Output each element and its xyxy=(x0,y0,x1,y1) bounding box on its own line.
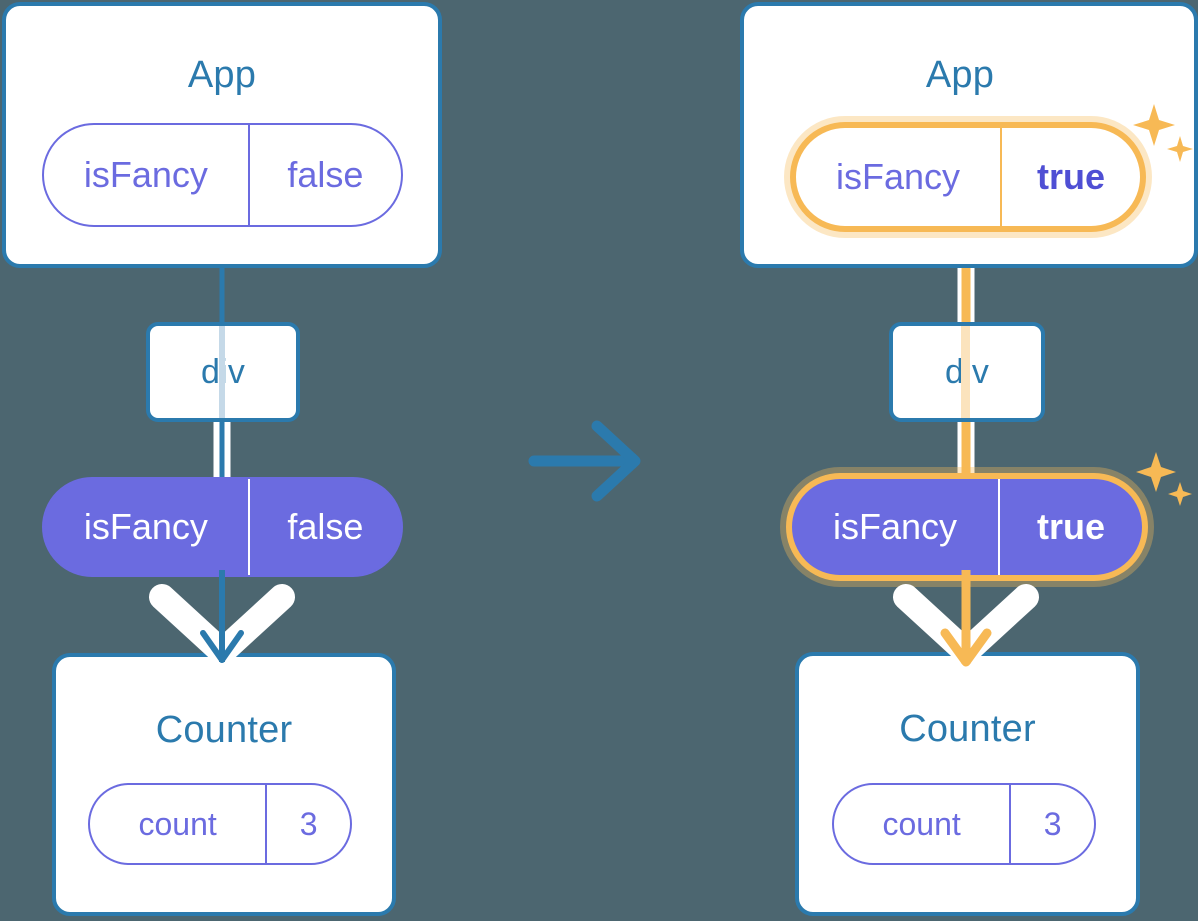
sparkle-small-icon xyxy=(1168,482,1192,506)
prop-value-before: false xyxy=(247,479,401,575)
counter-title-before: Counter xyxy=(155,709,293,751)
prop-pill-before[interactable]: isFancy false xyxy=(42,477,403,577)
app-title-after: App xyxy=(925,54,995,96)
counter-state-value-before: 3 xyxy=(265,785,350,863)
prop-pill-after[interactable]: isFancy true xyxy=(786,473,1148,581)
app-state-pill-before[interactable]: isFancy false xyxy=(42,123,403,227)
prop-key-before: isFancy xyxy=(83,506,208,547)
app-title-before: App xyxy=(187,54,257,96)
prop-key-after: isFancy xyxy=(832,506,958,547)
arrow-wing-left-before xyxy=(149,584,235,665)
arrow-wing-right-after xyxy=(953,584,1039,665)
wire-through-div-left xyxy=(219,326,225,418)
counter-state-pill-after[interactable]: count 3 xyxy=(832,783,1096,865)
counter-state-key-before: count xyxy=(138,806,217,842)
wire-through-div-right xyxy=(961,326,970,418)
counter-state-key-after: count xyxy=(882,806,961,842)
counter-title-after: Counter xyxy=(899,708,1036,750)
app-state-value-after: true xyxy=(1000,128,1140,226)
app-state-pill-after[interactable]: isFancy true xyxy=(790,122,1146,232)
arrow-wing-left-after xyxy=(893,584,979,665)
counter-state-pill-before[interactable]: count 3 xyxy=(88,783,352,865)
app-state-key-before: isFancy xyxy=(83,154,208,195)
arrow-wing-right-before xyxy=(209,584,295,665)
counter-state-value-after: 3 xyxy=(1009,785,1094,863)
sparkle-large-icon xyxy=(1136,452,1176,492)
prop-value-after: true xyxy=(998,479,1142,575)
app-state-key-after: isFancy xyxy=(835,156,961,197)
app-state-value-before: false xyxy=(247,125,401,225)
transition-arrow xyxy=(528,420,641,502)
transition-arrow-head xyxy=(591,420,641,502)
